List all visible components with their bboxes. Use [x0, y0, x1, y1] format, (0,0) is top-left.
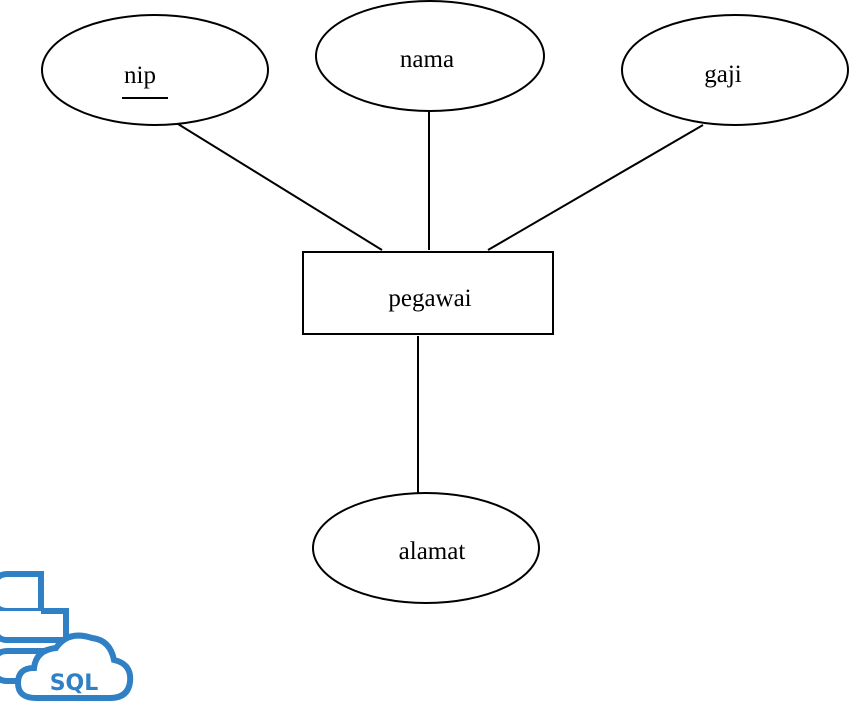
logo-sql-text: SQL: [50, 671, 99, 696]
database-cloud-icon: SQL: [0, 571, 134, 701]
connector-nip: [177, 123, 383, 251]
entity-pegawai-label: pegawai: [388, 285, 471, 312]
attribute-gaji-label: gaji: [704, 61, 742, 88]
attribute-nama-ellipse: [315, 0, 545, 112]
attribute-gaji-ellipse: [621, 14, 849, 126]
attribute-nama-label: nama: [400, 46, 454, 73]
attribute-alamat-label: alamat: [399, 538, 466, 565]
attribute-nip-label: nip: [124, 62, 156, 89]
attribute-nip-ellipse: [41, 14, 269, 126]
attribute-alamat-ellipse: [312, 492, 540, 604]
entity-pegawai-box: [302, 251, 554, 335]
connector-gaji: [487, 124, 704, 251]
